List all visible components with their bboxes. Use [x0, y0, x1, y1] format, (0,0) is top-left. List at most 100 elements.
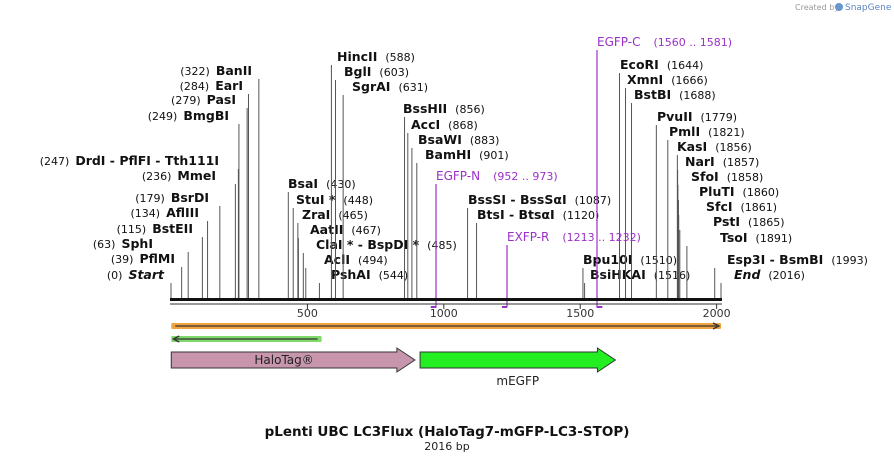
site-xmni[interactable]: XmnI (1666)	[625, 72, 708, 298]
primer-exfp-r[interactable]: EXFP-R(1213 .. 1232)	[501, 230, 641, 308]
site-position: (1120)	[563, 209, 600, 222]
site-position: (485)	[427, 239, 457, 252]
site-pshai[interactable]: PshAI(544)	[318, 267, 408, 298]
site-ecori[interactable]: EcoRI(1644)	[619, 57, 704, 298]
site-clai-bspdi[interactable]: ClaI * - BspDI *(485)	[302, 237, 457, 298]
site-name: KasI	[677, 139, 707, 154]
site-name: BsaWI	[418, 132, 462, 147]
site-bsawi[interactable]: BsaWI(883)	[411, 132, 500, 298]
site-name: PluTI	[699, 184, 735, 199]
site-bsrdi[interactable]: BsrDI(179)	[135, 190, 221, 298]
site-position: (1516)	[654, 269, 691, 282]
site-btsi-bts-i[interactable]: BtsI - BtsαI (1120)	[476, 207, 600, 298]
site-pasi[interactable]: PasI(279)	[171, 92, 248, 298]
site-name: BanII	[216, 63, 252, 78]
primer-egfp-c[interactable]: EGFP-C(1560 .. 1581)	[596, 35, 732, 308]
site-mmei[interactable]: MmeI(236)	[142, 168, 236, 298]
site-position: (1644)	[667, 59, 704, 72]
primer-egfp-n[interactable]: EGFP-N(952 .. 973)	[430, 169, 558, 308]
site-position: (39)	[111, 253, 134, 266]
site-name: BamHI	[425, 147, 471, 162]
site-name: BtsI - BtsαI	[477, 207, 555, 222]
site-name: BstEII	[152, 221, 193, 236]
orf-forward[interactable]	[171, 322, 721, 330]
site-position: (249)	[148, 110, 178, 123]
site-name: AccI	[411, 117, 440, 132]
site-end[interactable]: End(2016)	[720, 267, 805, 298]
site-name: TsoI	[720, 230, 748, 245]
site-zrai[interactable]: ZraI(465)	[297, 207, 368, 298]
site-name: SfcI	[706, 199, 733, 214]
site-bamhi[interactable]: BamHI(901)	[416, 147, 509, 298]
snapgene-logo: SnapGene	[835, 3, 892, 13]
site-name: EarI	[215, 78, 243, 93]
site-sgrai[interactable]: SgrAI (631)	[342, 79, 428, 298]
site-name: BssHII	[403, 101, 447, 116]
site-bgli[interactable]: BglI(603)	[335, 64, 410, 298]
site-stui[interactable]: StuI * (448)	[292, 192, 373, 298]
site-bsssi-bsss-i[interactable]: BssSI - BssSαI (1087)	[467, 192, 612, 298]
orf-arrowhead	[171, 335, 180, 343]
site-name: BglI	[344, 64, 371, 79]
site-eari[interactable]: EarI(284)	[180, 78, 249, 298]
site-position: (1857)	[723, 156, 760, 169]
site-name: SgrAI	[352, 79, 390, 94]
site-hincii[interactable]: HincII(588)	[330, 49, 415, 298]
site-bmgbi[interactable]: BmgBI (249)	[148, 108, 240, 298]
site-name: XmnI	[627, 72, 663, 87]
site-position: (448)	[343, 194, 373, 207]
feature-halotag[interactable]: HaloTag®	[170, 347, 416, 373]
site-name: Esp3I - BsmBI	[727, 252, 823, 267]
site-position: (588)	[385, 51, 415, 64]
site-tsoi[interactable]: TsoI(1891)	[686, 230, 792, 298]
site-name: PflMI	[139, 251, 175, 266]
site-name: StuI *	[296, 192, 336, 207]
site-name: BsiHKAI	[590, 267, 646, 282]
site-acci[interactable]: AccI(868)	[407, 117, 478, 298]
site-bsshii[interactable]: BssHII (856)	[403, 101, 485, 298]
ruler-tick-label: 500	[297, 307, 318, 320]
site-sphi[interactable]: SphI(63)	[93, 236, 189, 298]
orf-bars	[171, 322, 721, 343]
site-bsteii[interactable]: BstEII(115)	[117, 221, 203, 298]
site-banii[interactable]: BanII (322)	[180, 63, 260, 298]
feature-megfp[interactable]: mEGFP	[419, 347, 617, 388]
site-psti[interactable]: PstI (1865)	[679, 214, 785, 298]
ruler-tick-label: 1500	[566, 307, 594, 320]
site-name: PstI	[713, 214, 740, 229]
site-name: BmgBI	[183, 108, 229, 123]
credit-prefix: Created by	[795, 3, 839, 12]
ruler-tick-label: 2000	[703, 307, 731, 320]
orf-reverse[interactable]	[171, 335, 322, 343]
snapgene-logo-icon	[835, 3, 843, 11]
site-position: (856)	[455, 103, 485, 116]
site-position: (1087)	[575, 194, 612, 207]
site-position: (1666)	[671, 74, 708, 87]
site-name: PasI	[207, 92, 236, 107]
site-name: BssSI - BssSαI	[468, 192, 567, 207]
site-sfoi[interactable]: SfoI(1858)	[677, 169, 763, 298]
site-position: (631)	[398, 81, 428, 94]
site-name: SfoI	[691, 169, 719, 184]
site-sfci[interactable]: SfcI(1861)	[678, 199, 777, 298]
site-pmli[interactable]: PmlI(1821)	[667, 124, 745, 298]
site-position: (322)	[180, 65, 210, 78]
site-esp3i-bsmbi[interactable]: Esp3I - BsmBI(1993)	[714, 252, 868, 298]
site-bsai[interactable]: BsaI(430)	[287, 176, 356, 298]
site-name: AatII	[310, 222, 343, 237]
site-bstbi[interactable]: BstBI(1688)	[631, 87, 716, 298]
site-pvuii[interactable]: PvuII(1779)	[655, 109, 737, 298]
site-position: (1688)	[679, 89, 716, 102]
site-bsihkai[interactable]: BsiHKAI (1516)	[584, 267, 691, 298]
site-afliii[interactable]: AflIII(134)	[131, 205, 209, 298]
site-position: (1865)	[748, 216, 785, 229]
site-pflmi[interactable]: PflMI (39)	[111, 251, 183, 298]
orf-arrowhead	[712, 322, 721, 330]
site-drdi-pflfi-tth111i[interactable]: DrdI - PflFI - Tth111I(247)	[40, 153, 239, 298]
site-position: (63)	[93, 238, 116, 251]
primer-name: EGFP-C	[597, 35, 640, 49]
primer-range: (1213 .. 1232)	[562, 231, 641, 244]
site-start[interactable]: Start(0)	[107, 267, 172, 298]
